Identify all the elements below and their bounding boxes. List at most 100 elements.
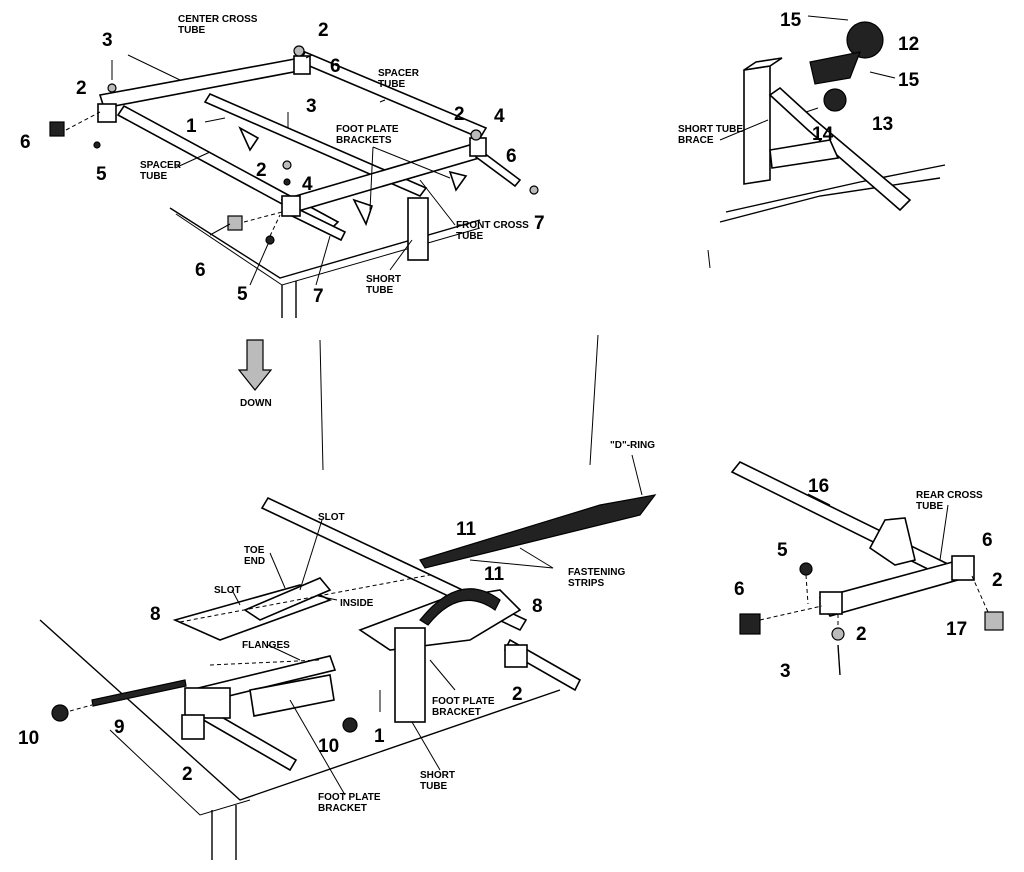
callout-14: 14 xyxy=(812,124,834,145)
callout-12: 12 xyxy=(898,34,919,55)
foot-plate-bracket-c xyxy=(448,170,468,192)
leader-spacer-low xyxy=(174,151,211,169)
end-cap-6 xyxy=(739,613,761,635)
callout-5-front: 5 xyxy=(237,284,248,305)
callout-5-left: 5 xyxy=(96,164,107,185)
dash-cap-left xyxy=(65,111,101,131)
leader-slot-lower xyxy=(231,589,241,606)
callout-2-right-bottom: 2 xyxy=(512,684,523,705)
label-slot-upper: SLOT xyxy=(318,512,345,523)
callout-10-mid: 10 xyxy=(318,736,339,757)
leader-15-right xyxy=(869,71,896,79)
callout-6-right: 6 xyxy=(506,146,517,167)
nut-5-front xyxy=(265,235,275,245)
tube-16 xyxy=(730,460,958,582)
end-cap-front xyxy=(227,215,243,231)
callout-2-bottom: 2 xyxy=(182,764,193,785)
block-2-right xyxy=(504,644,528,668)
end-block-front xyxy=(281,195,301,217)
dash-bracket xyxy=(209,659,321,666)
label-down: DOWN xyxy=(240,398,272,409)
strap-11-right xyxy=(419,588,501,626)
dash-foot-plate xyxy=(179,574,431,623)
leader-5-front xyxy=(249,243,269,286)
callout-2-rear-bottom: 2 xyxy=(856,624,867,645)
nut-10-left xyxy=(51,704,69,722)
dash-cap-front xyxy=(243,211,283,223)
callout-2-mid: 2 xyxy=(256,160,267,181)
edge-mark xyxy=(707,249,711,269)
short-tube-brace-foot xyxy=(769,139,840,169)
foot-plate-bracket-a xyxy=(238,126,260,152)
callout-2-top: 2 xyxy=(318,20,329,41)
callouts-bottom-right: 16 6 2 5 6 2 17 3 xyxy=(734,476,1003,682)
knob-12 xyxy=(846,21,884,59)
end-block-top xyxy=(293,55,311,75)
rear-cross-tube-end xyxy=(819,591,843,615)
bottom-left-assembly xyxy=(39,454,657,860)
separator-left xyxy=(319,339,324,471)
callouts-top-right: 15 12 15 13 14 xyxy=(780,10,920,145)
callout-15-top: 15 xyxy=(780,10,802,31)
washer-2-rear xyxy=(831,627,845,641)
leader-fastening-b xyxy=(469,559,554,569)
center-cross-tube-shape xyxy=(98,57,306,109)
dash-cap-17 xyxy=(971,575,989,613)
short-tube-brace-arm xyxy=(768,86,912,212)
callout-10-left: 10 xyxy=(18,728,39,749)
leader-d-ring xyxy=(631,454,643,496)
washer-2-top xyxy=(293,45,305,57)
callout-2-right: 2 xyxy=(454,104,465,125)
callout-9: 9 xyxy=(114,717,125,738)
leader-front-cross xyxy=(419,179,456,226)
end-block-left xyxy=(97,103,117,123)
leader-inside xyxy=(317,595,338,601)
callout-3-rear: 3 xyxy=(780,661,791,682)
callout-4-mid: 4 xyxy=(302,174,313,195)
end-block-right xyxy=(469,137,487,157)
callouts-top-left: 3 2 2 6 1 3 2 4 2 4 6 5 6 5 7 7 6 xyxy=(20,20,545,307)
brace-floor-front xyxy=(725,164,946,213)
table-side xyxy=(109,729,251,816)
bracket-16 xyxy=(868,517,916,566)
dash-cap-6 xyxy=(759,605,823,621)
knob-13 xyxy=(823,88,847,112)
leader-7-front xyxy=(315,235,331,286)
leader-16 xyxy=(807,493,831,506)
callout-8-left: 8 xyxy=(150,604,161,625)
leader-foot-plate-right xyxy=(429,659,456,691)
callout-7-front: 7 xyxy=(313,286,324,307)
bracket-left xyxy=(184,687,231,719)
dash-nut-front xyxy=(269,214,281,237)
callout-1-top: 1 xyxy=(186,116,197,137)
washer-2-right xyxy=(470,129,482,141)
callout-6-left: 6 xyxy=(20,132,31,153)
callout-8-right: 8 xyxy=(532,596,543,617)
callouts-bottom-left: 11 11 8 8 10 9 2 10 1 2 xyxy=(18,519,543,785)
leader-short-tube xyxy=(389,239,413,271)
callout-7-right: 7 xyxy=(534,213,545,234)
short-tube-bottom-shape xyxy=(394,627,426,723)
callout-15-right: 15 xyxy=(898,70,920,91)
nut-4-mid xyxy=(283,178,291,186)
short-tube-top-shape xyxy=(407,197,429,261)
label-d-ring: "D"-RING xyxy=(610,440,655,451)
label-flanges: FLANGES xyxy=(242,640,290,651)
table-top-edge xyxy=(39,619,561,801)
leader-1 xyxy=(204,117,226,123)
nut-5-rear xyxy=(799,562,813,576)
leader-short-tube-bottom xyxy=(411,721,441,771)
callout-11-foot: 11 xyxy=(484,564,505,585)
